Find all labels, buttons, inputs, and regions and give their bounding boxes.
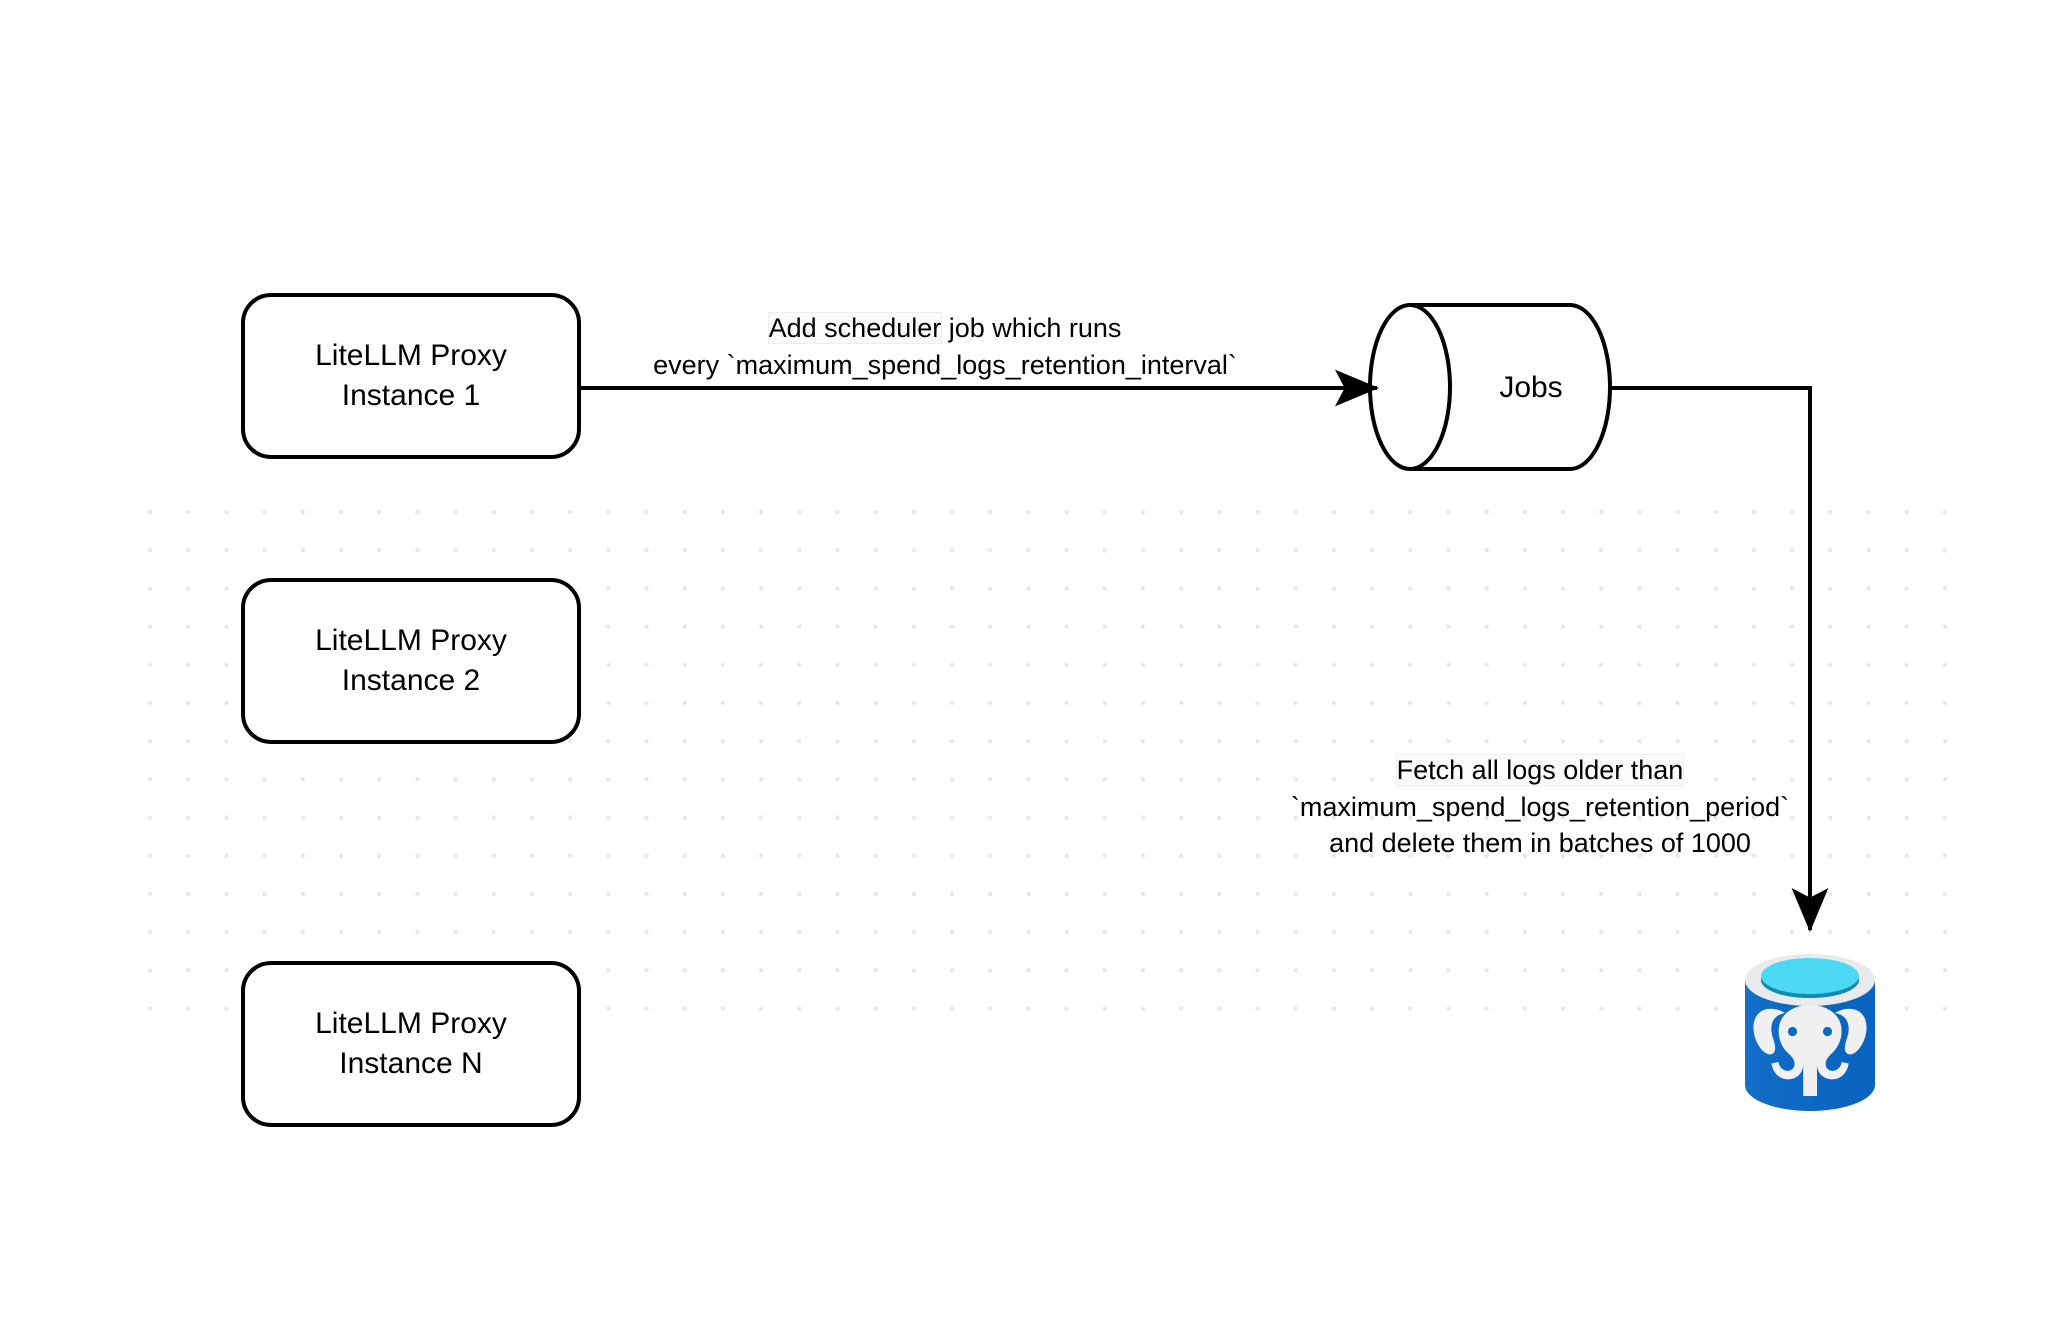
- edge-label-retention-line-3: and delete them in batches of 1000: [1329, 828, 1751, 859]
- edge-label-retention: Fetch all logs older than `maximum_spend…: [1245, 752, 1835, 862]
- postgresql-elephant-icon: [1753, 1005, 1867, 1096]
- edge-label-scheduler: Add scheduler job which runs every `maxi…: [600, 310, 1290, 383]
- edge-label-retention-line-2: `maximum_spend_logs_retention_period`: [1290, 791, 1790, 822]
- edge-label-scheduler-line-2: every `maximum_spend_logs_retention_inte…: [653, 349, 1237, 380]
- edge-label-scheduler-highlight: Add scheduler: [767, 312, 943, 344]
- edge-label-scheduler-line-1: Add scheduler job which runs: [600, 310, 1290, 347]
- node-proxy-instance-n[interactable]: [241, 961, 581, 1127]
- edge-label-scheduler-rest: job which runs: [941, 313, 1122, 343]
- node-proxy-instance-1[interactable]: [241, 293, 581, 459]
- node-proxy-instance-2[interactable]: [241, 578, 581, 744]
- edge-jobs-to-database: [1610, 386, 1829, 932]
- node-jobs-cylinder[interactable]: [1368, 303, 1612, 471]
- edge-label-retention-highlight: Fetch all logs older than: [1395, 754, 1685, 786]
- edge-label-retention-line-1: Fetch all logs older than: [1245, 752, 1835, 789]
- node-postgres-database[interactable]: [1745, 954, 1875, 1111]
